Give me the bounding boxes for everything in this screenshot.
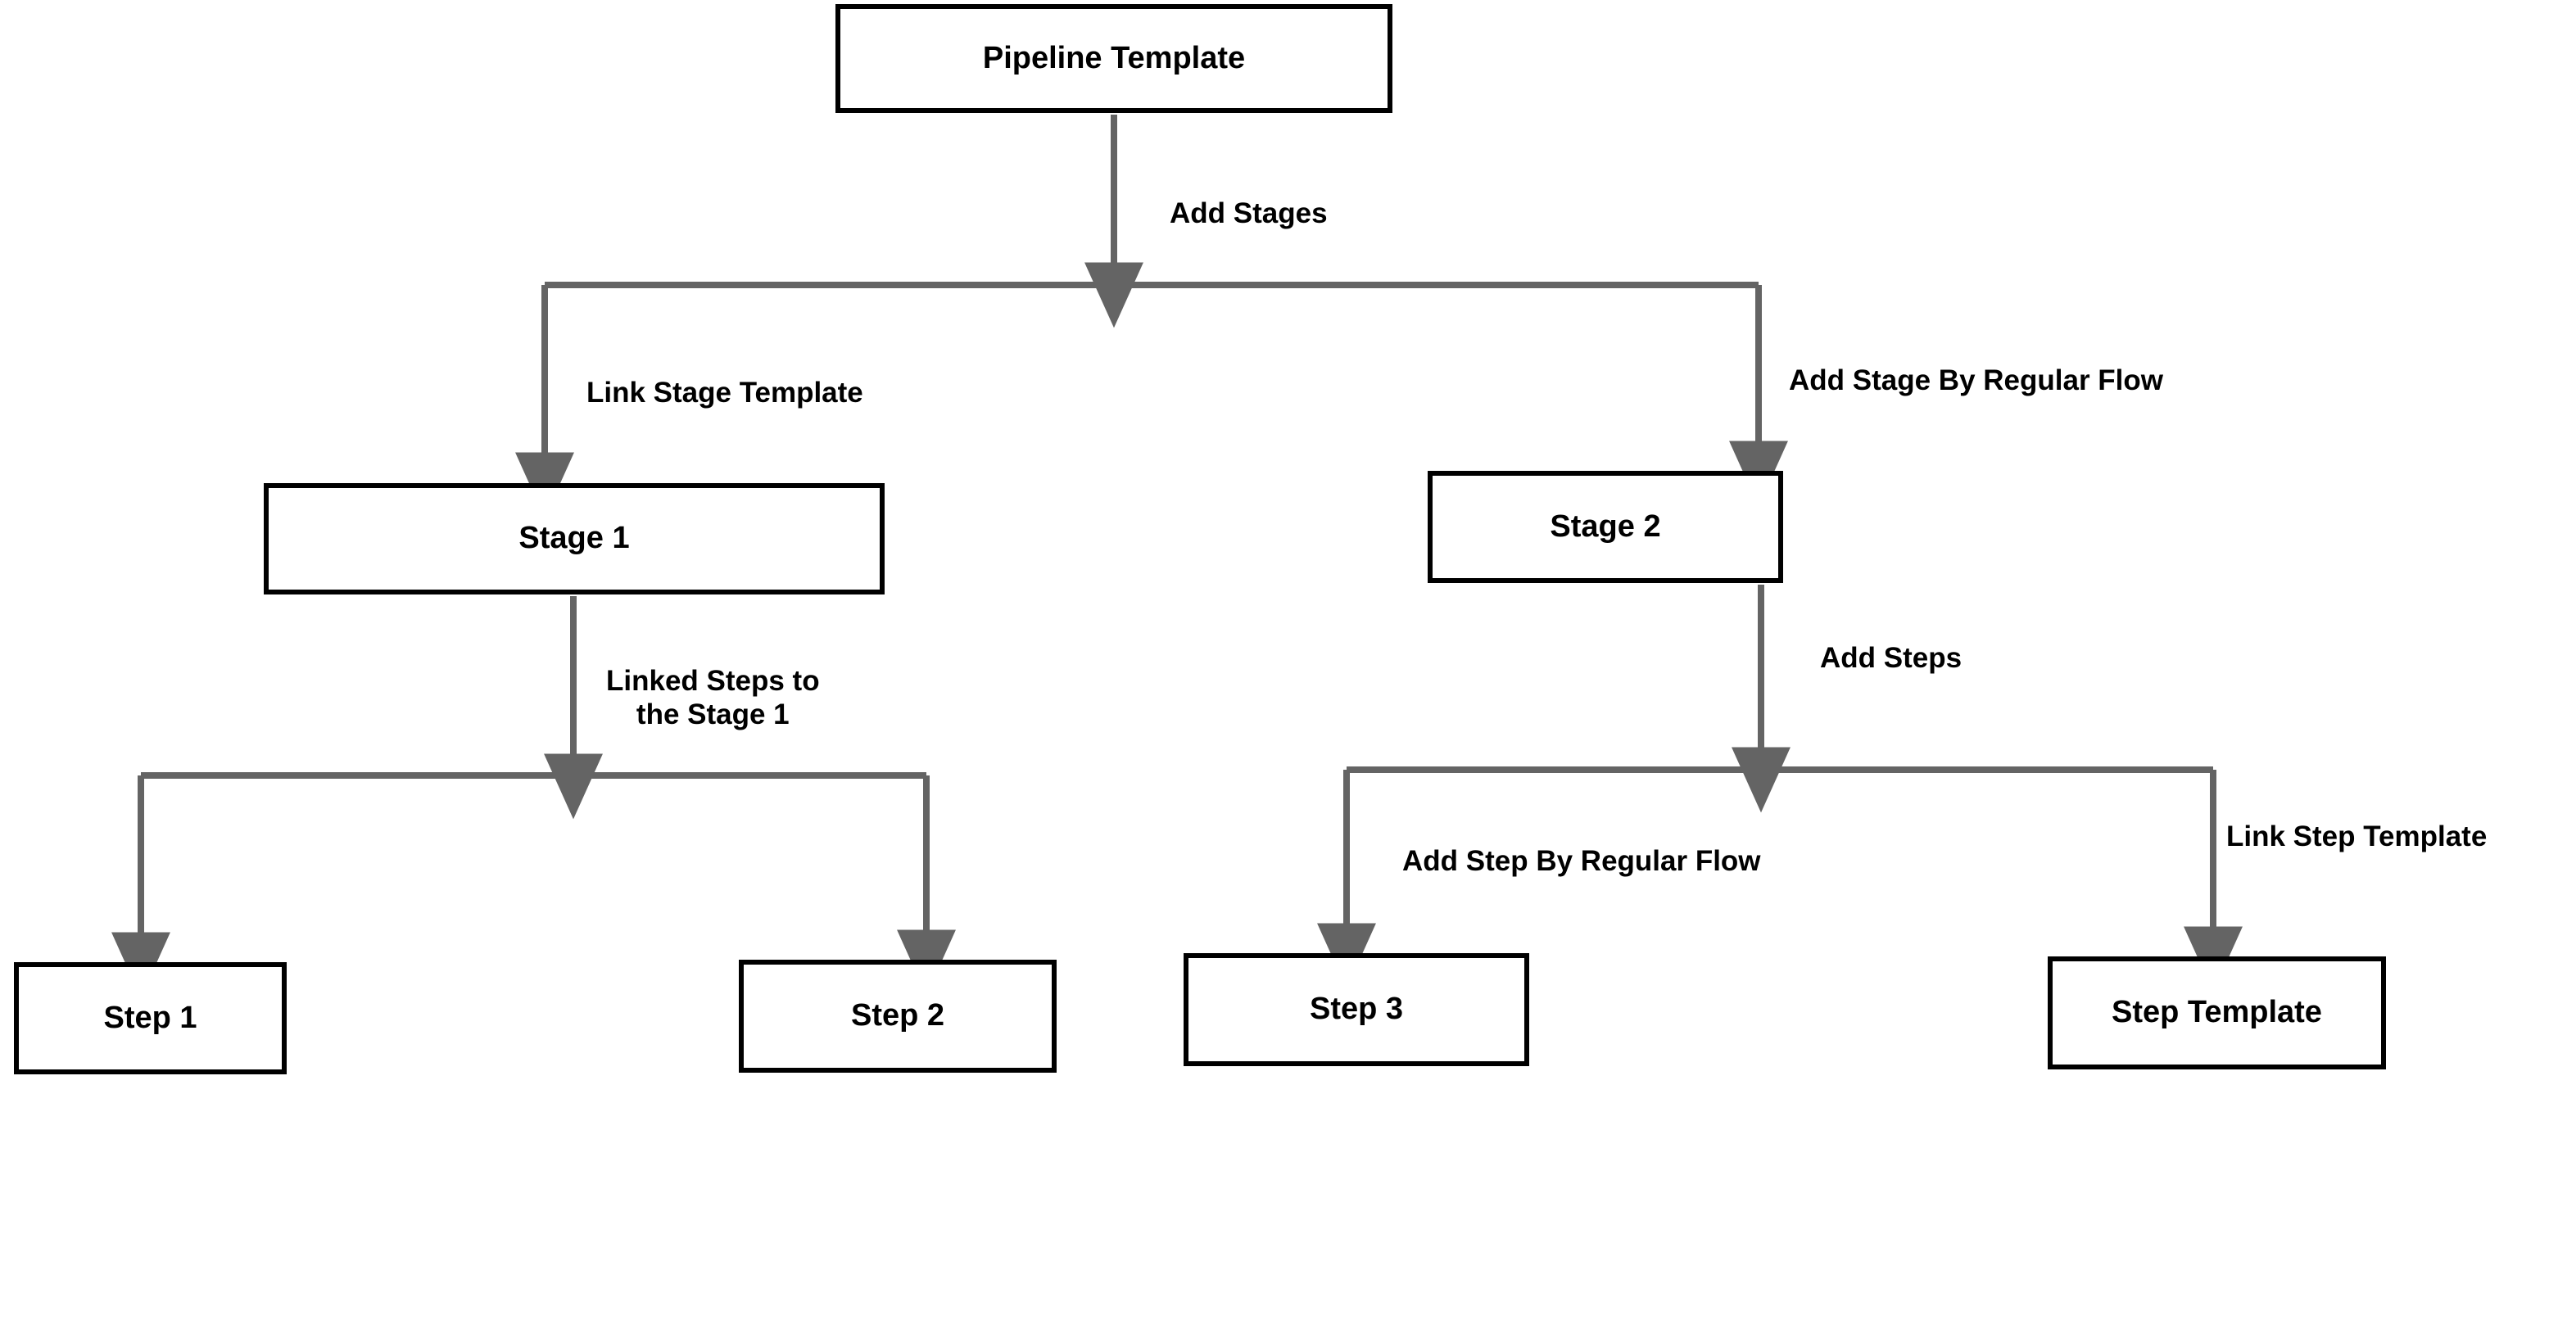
edge-label-linked-steps-to-the-stage-1: Linked Steps to the Stage 1	[606, 665, 820, 731]
node-step-2[interactable]: Step 2	[739, 960, 1057, 1073]
node-label-pipeline-template: Pipeline Template	[982, 40, 1246, 75]
edge-label-link-stage-template: Link Stage Template	[586, 377, 863, 409]
edge-label-add-stages: Add Stages	[1170, 197, 1328, 229]
edge-label-add-stage-by-regular-flow: Add Stage By Regular Flow	[1789, 364, 2163, 396]
edge-label-add-steps: Add Steps	[1820, 642, 1963, 674]
node-step-3[interactable]: Step 3	[1184, 953, 1529, 1066]
node-label-stage-1: Stage 1	[518, 521, 630, 556]
node-label-step-2: Step 2	[850, 998, 945, 1033]
node-label-stage-2: Stage 2	[1550, 509, 1661, 544]
node-step-1[interactable]: Step 1	[14, 962, 287, 1074]
node-label-step-1: Step 1	[103, 1000, 197, 1035]
node-label-step-3: Step 3	[1309, 992, 1404, 1027]
node-pipeline-template[interactable]: Pipeline Template	[835, 4, 1392, 113]
node-label-step-template: Step Template	[2112, 995, 2322, 1030]
edge-label-link-step-template: Link Step Template	[2226, 820, 2488, 852]
node-stage-2[interactable]: Stage 2	[1428, 471, 1783, 583]
node-step-template[interactable]: Step Template	[2048, 956, 2386, 1069]
edge-label-add-step-by-regular-flow: Add Step By Regular Flow	[1402, 845, 1761, 877]
node-stage-1[interactable]: Stage 1	[264, 483, 885, 594]
